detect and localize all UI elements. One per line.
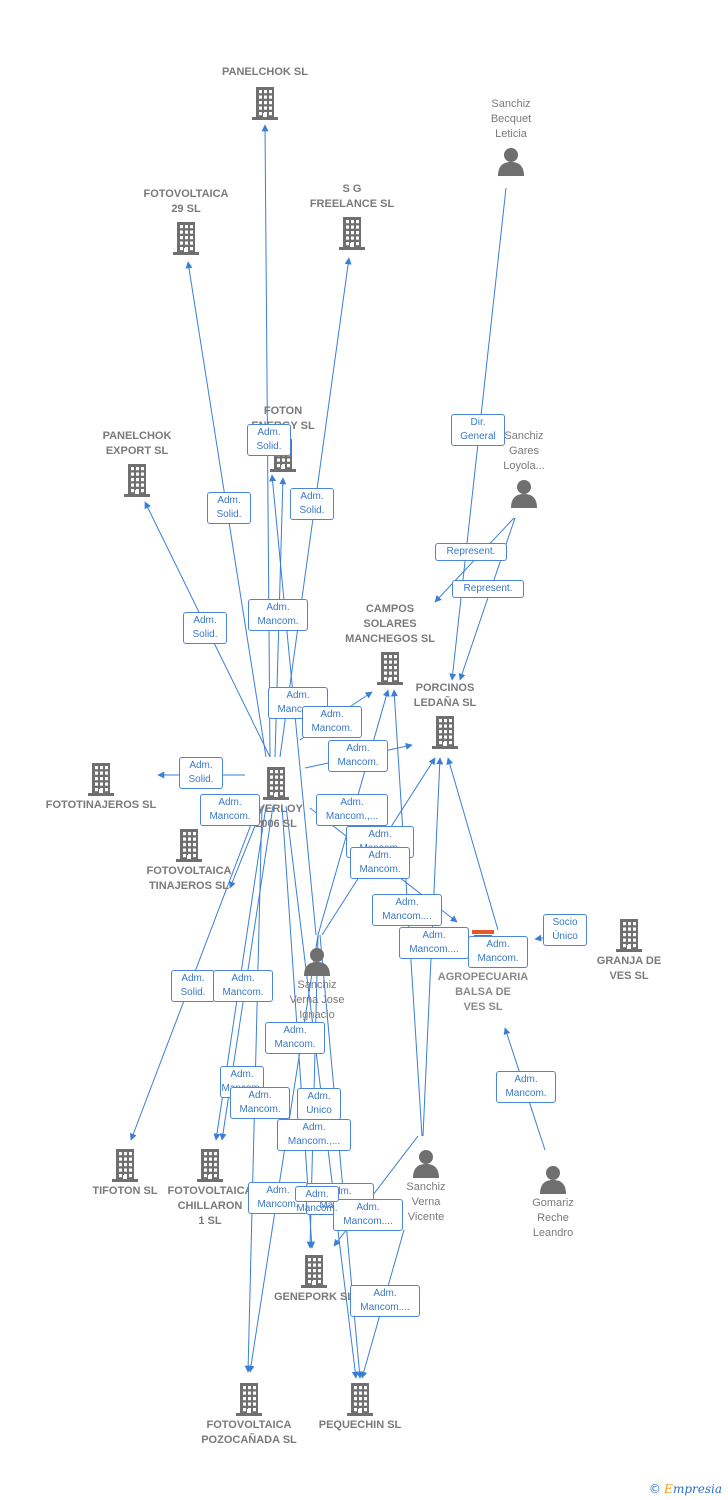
node-label: TIFOTON SL bbox=[92, 1185, 158, 1197]
relation-edge bbox=[446, 757, 499, 931]
role-label[interactable]: Adm. Solid. bbox=[290, 488, 334, 520]
role-label[interactable]: Dir. General bbox=[451, 414, 505, 446]
node-label: FOTOVOLTAICA CHILLARON 1 SL bbox=[167, 1185, 253, 1227]
node-granja[interactable]: GRANJA DE VES SL bbox=[559, 918, 699, 984]
node-fotovoltaica-pozo[interactable]: FOTOVOLTAICA POZOCAÑADA SL bbox=[179, 1382, 319, 1448]
role-label[interactable]: Adm. Mancom. bbox=[230, 1087, 290, 1119]
role-label[interactable]: Adm. Mancom. bbox=[468, 936, 528, 968]
node-label: AGROPECUARIA BALSA DE VES SL bbox=[437, 971, 529, 1013]
node-fotovoltaica29[interactable]: FOTOVOLTAICA 29 SL bbox=[116, 187, 256, 255]
building-icon bbox=[112, 1149, 138, 1182]
building-icon bbox=[616, 919, 642, 952]
building-icon bbox=[88, 763, 114, 796]
role-label[interactable]: Adm. Unico bbox=[297, 1088, 341, 1120]
node-sanchiz-verna-jose[interactable]: Sanchiz Verna Jose Ignacio bbox=[247, 946, 387, 1023]
node-label: Sanchiz Gares Loyola... bbox=[503, 430, 545, 472]
building-icon bbox=[236, 1383, 262, 1416]
person-icon bbox=[540, 1166, 566, 1194]
node-label: PORCINOS LEDAÑA SL bbox=[413, 682, 477, 709]
node-campos-solares[interactable]: CAMPOS SOLARES MANCHEGOS SL bbox=[320, 602, 460, 685]
role-label[interactable]: Adm. Mancom.... bbox=[350, 1285, 420, 1317]
role-label[interactable]: Adm. Solid. bbox=[207, 492, 251, 524]
building-icon bbox=[432, 716, 458, 749]
footer-brand: © Empresia bbox=[649, 1482, 722, 1496]
building-icon bbox=[124, 464, 150, 497]
node-label: FOTOVOLTAICA 29 SL bbox=[143, 188, 229, 215]
node-label: OVERLOY 2006 SL bbox=[249, 803, 303, 830]
building-icon bbox=[252, 87, 278, 120]
node-label: FOTOVOLTAICA TINAJEROS SL bbox=[146, 865, 232, 892]
highlight-marker bbox=[472, 930, 494, 934]
node-porcinos[interactable]: PORCINOS LEDAÑA SL bbox=[375, 681, 515, 749]
node-label: Sanchiz Verna Vicente bbox=[406, 1181, 446, 1223]
role-label[interactable]: Represent. bbox=[452, 580, 524, 598]
role-label[interactable]: Adm. Mancom.,... bbox=[316, 794, 388, 826]
role-label[interactable]: Represent. bbox=[435, 543, 507, 561]
node-fototinajeros[interactable]: FOTOTINAJEROS SL bbox=[31, 762, 171, 813]
role-label[interactable]: Adm. Mancom.,... bbox=[277, 1119, 351, 1151]
node-pequechin[interactable]: PEQUECHIN SL bbox=[290, 1382, 430, 1433]
role-label[interactable]: Adm. Mancom. bbox=[265, 1022, 325, 1054]
node-sgfreelance[interactable]: S G FREELANCE SL bbox=[282, 182, 422, 250]
node-label: PANELCHOK SL bbox=[222, 66, 308, 78]
node-panelchok-export[interactable]: PANELCHOK EXPORT SL bbox=[67, 429, 207, 497]
node-label: S G FREELANCE SL bbox=[309, 183, 395, 210]
role-label[interactable]: Adm. Mancom. bbox=[302, 706, 362, 738]
person-icon bbox=[498, 148, 524, 176]
node-overloy[interactable]: OVERLOY 2006 SL bbox=[206, 766, 346, 832]
role-label[interactable]: Adm. Mancom. bbox=[248, 599, 308, 631]
node-panelchok[interactable]: PANELCHOK SL bbox=[195, 65, 335, 120]
copyright-symbol: © bbox=[648, 1482, 661, 1496]
node-label: GRANJA DE VES SL bbox=[596, 955, 662, 982]
node-label: FOTOTINAJEROS SL bbox=[45, 799, 157, 811]
role-label[interactable]: Adm. Solid. bbox=[171, 970, 215, 1002]
role-label[interactable]: Adm. Mancom. bbox=[328, 740, 388, 772]
role-label[interactable]: Adm. Mancom. bbox=[350, 847, 410, 879]
building-icon bbox=[301, 1255, 327, 1288]
role-label[interactable]: Adm. Solid. bbox=[183, 612, 227, 644]
building-icon bbox=[339, 217, 365, 250]
role-label[interactable]: Adm. Mancom. bbox=[200, 794, 260, 826]
node-gomariz[interactable]: Gomariz Reche Leandro bbox=[483, 1164, 623, 1241]
person-icon bbox=[413, 1150, 439, 1178]
role-label[interactable]: Adm. Mancom. bbox=[295, 1186, 339, 1214]
node-sanchiz-verna-vicente[interactable]: Sanchiz Verna Vicente bbox=[356, 1148, 496, 1225]
node-label: Sanchiz Verna Jose Ignacio bbox=[289, 979, 345, 1021]
node-sanchiz-becquet[interactable]: Sanchiz Becquet Leticia bbox=[441, 97, 581, 176]
role-label[interactable]: Adm. Mancom.... bbox=[333, 1199, 403, 1231]
person-icon bbox=[511, 480, 537, 508]
node-fotovoltaica-chillaron[interactable]: FOTOVOLTAICA CHILLARON 1 SL bbox=[140, 1148, 280, 1229]
building-icon bbox=[263, 767, 289, 800]
node-label: PEQUECHIN SL bbox=[318, 1419, 402, 1431]
role-label[interactable]: Adm. Solid. bbox=[179, 757, 223, 789]
building-icon bbox=[347, 1383, 373, 1416]
node-fotovoltaica-tinajeros[interactable]: FOTOVOLTAICA TINAJEROS SL bbox=[119, 828, 259, 894]
person-icon bbox=[304, 948, 330, 976]
brand-logo: Empresia bbox=[664, 1482, 722, 1496]
node-tifoton[interactable]: TIFOTON SL bbox=[55, 1148, 195, 1199]
building-icon bbox=[173, 222, 199, 255]
building-icon bbox=[176, 829, 202, 862]
node-label: Gomariz Reche Leandro bbox=[532, 1197, 574, 1239]
role-label[interactable]: Adm. Mancom.... bbox=[399, 927, 469, 959]
node-sanchiz-gares[interactable]: Sanchiz Gares Loyola... bbox=[454, 429, 594, 508]
node-label: FOTOVOLTAICA POZOCAÑADA SL bbox=[201, 1419, 297, 1446]
role-label[interactable]: Adm. Mancom.... bbox=[372, 894, 442, 926]
role-label[interactable]: Adm. Solid. bbox=[247, 424, 291, 456]
building-icon bbox=[197, 1149, 223, 1182]
node-label: Sanchiz Becquet Leticia bbox=[490, 98, 532, 140]
role-label[interactable]: Socio Único bbox=[543, 914, 587, 946]
relation-edge bbox=[247, 934, 319, 1373]
role-label[interactable]: Adm. Mancom. bbox=[213, 970, 273, 1002]
role-label[interactable]: Adm. Mancom. bbox=[496, 1071, 556, 1103]
node-label: CAMPOS SOLARES MANCHEGOS SL bbox=[345, 603, 435, 645]
building-icon bbox=[377, 652, 403, 685]
node-label: PANELCHOK EXPORT SL bbox=[102, 430, 172, 457]
